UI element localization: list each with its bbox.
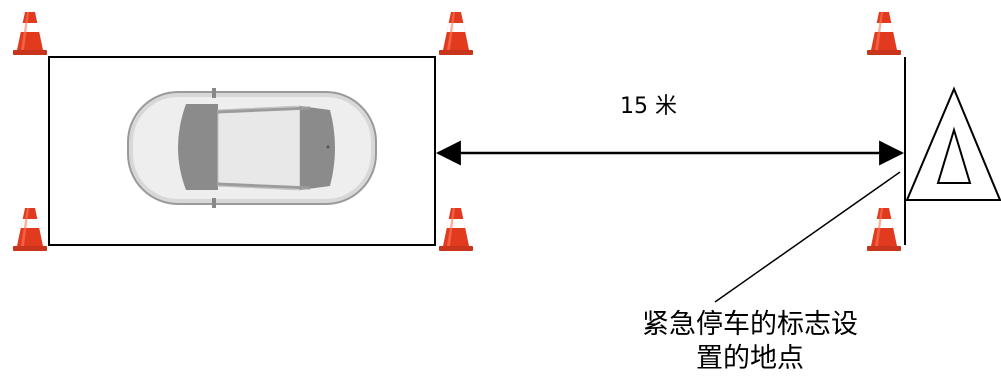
cone-icon <box>439 208 473 251</box>
distance-label: 15 米 <box>620 94 677 119</box>
cone-icon <box>13 12 47 55</box>
car-icon <box>127 88 377 208</box>
cone-icon <box>867 208 901 251</box>
leader-line <box>714 171 901 303</box>
warning-triangle-icon <box>905 86 1001 201</box>
place-label-line2: 置的地点 <box>696 343 804 374</box>
parking-box <box>48 56 436 246</box>
cone-icon <box>13 208 47 251</box>
place-label-line1: 紧急停车的标志设 <box>642 309 858 340</box>
cone-icon <box>867 12 901 55</box>
place-label: 紧急停车的标志设 置的地点 <box>600 308 900 376</box>
cone-icon <box>439 12 473 55</box>
